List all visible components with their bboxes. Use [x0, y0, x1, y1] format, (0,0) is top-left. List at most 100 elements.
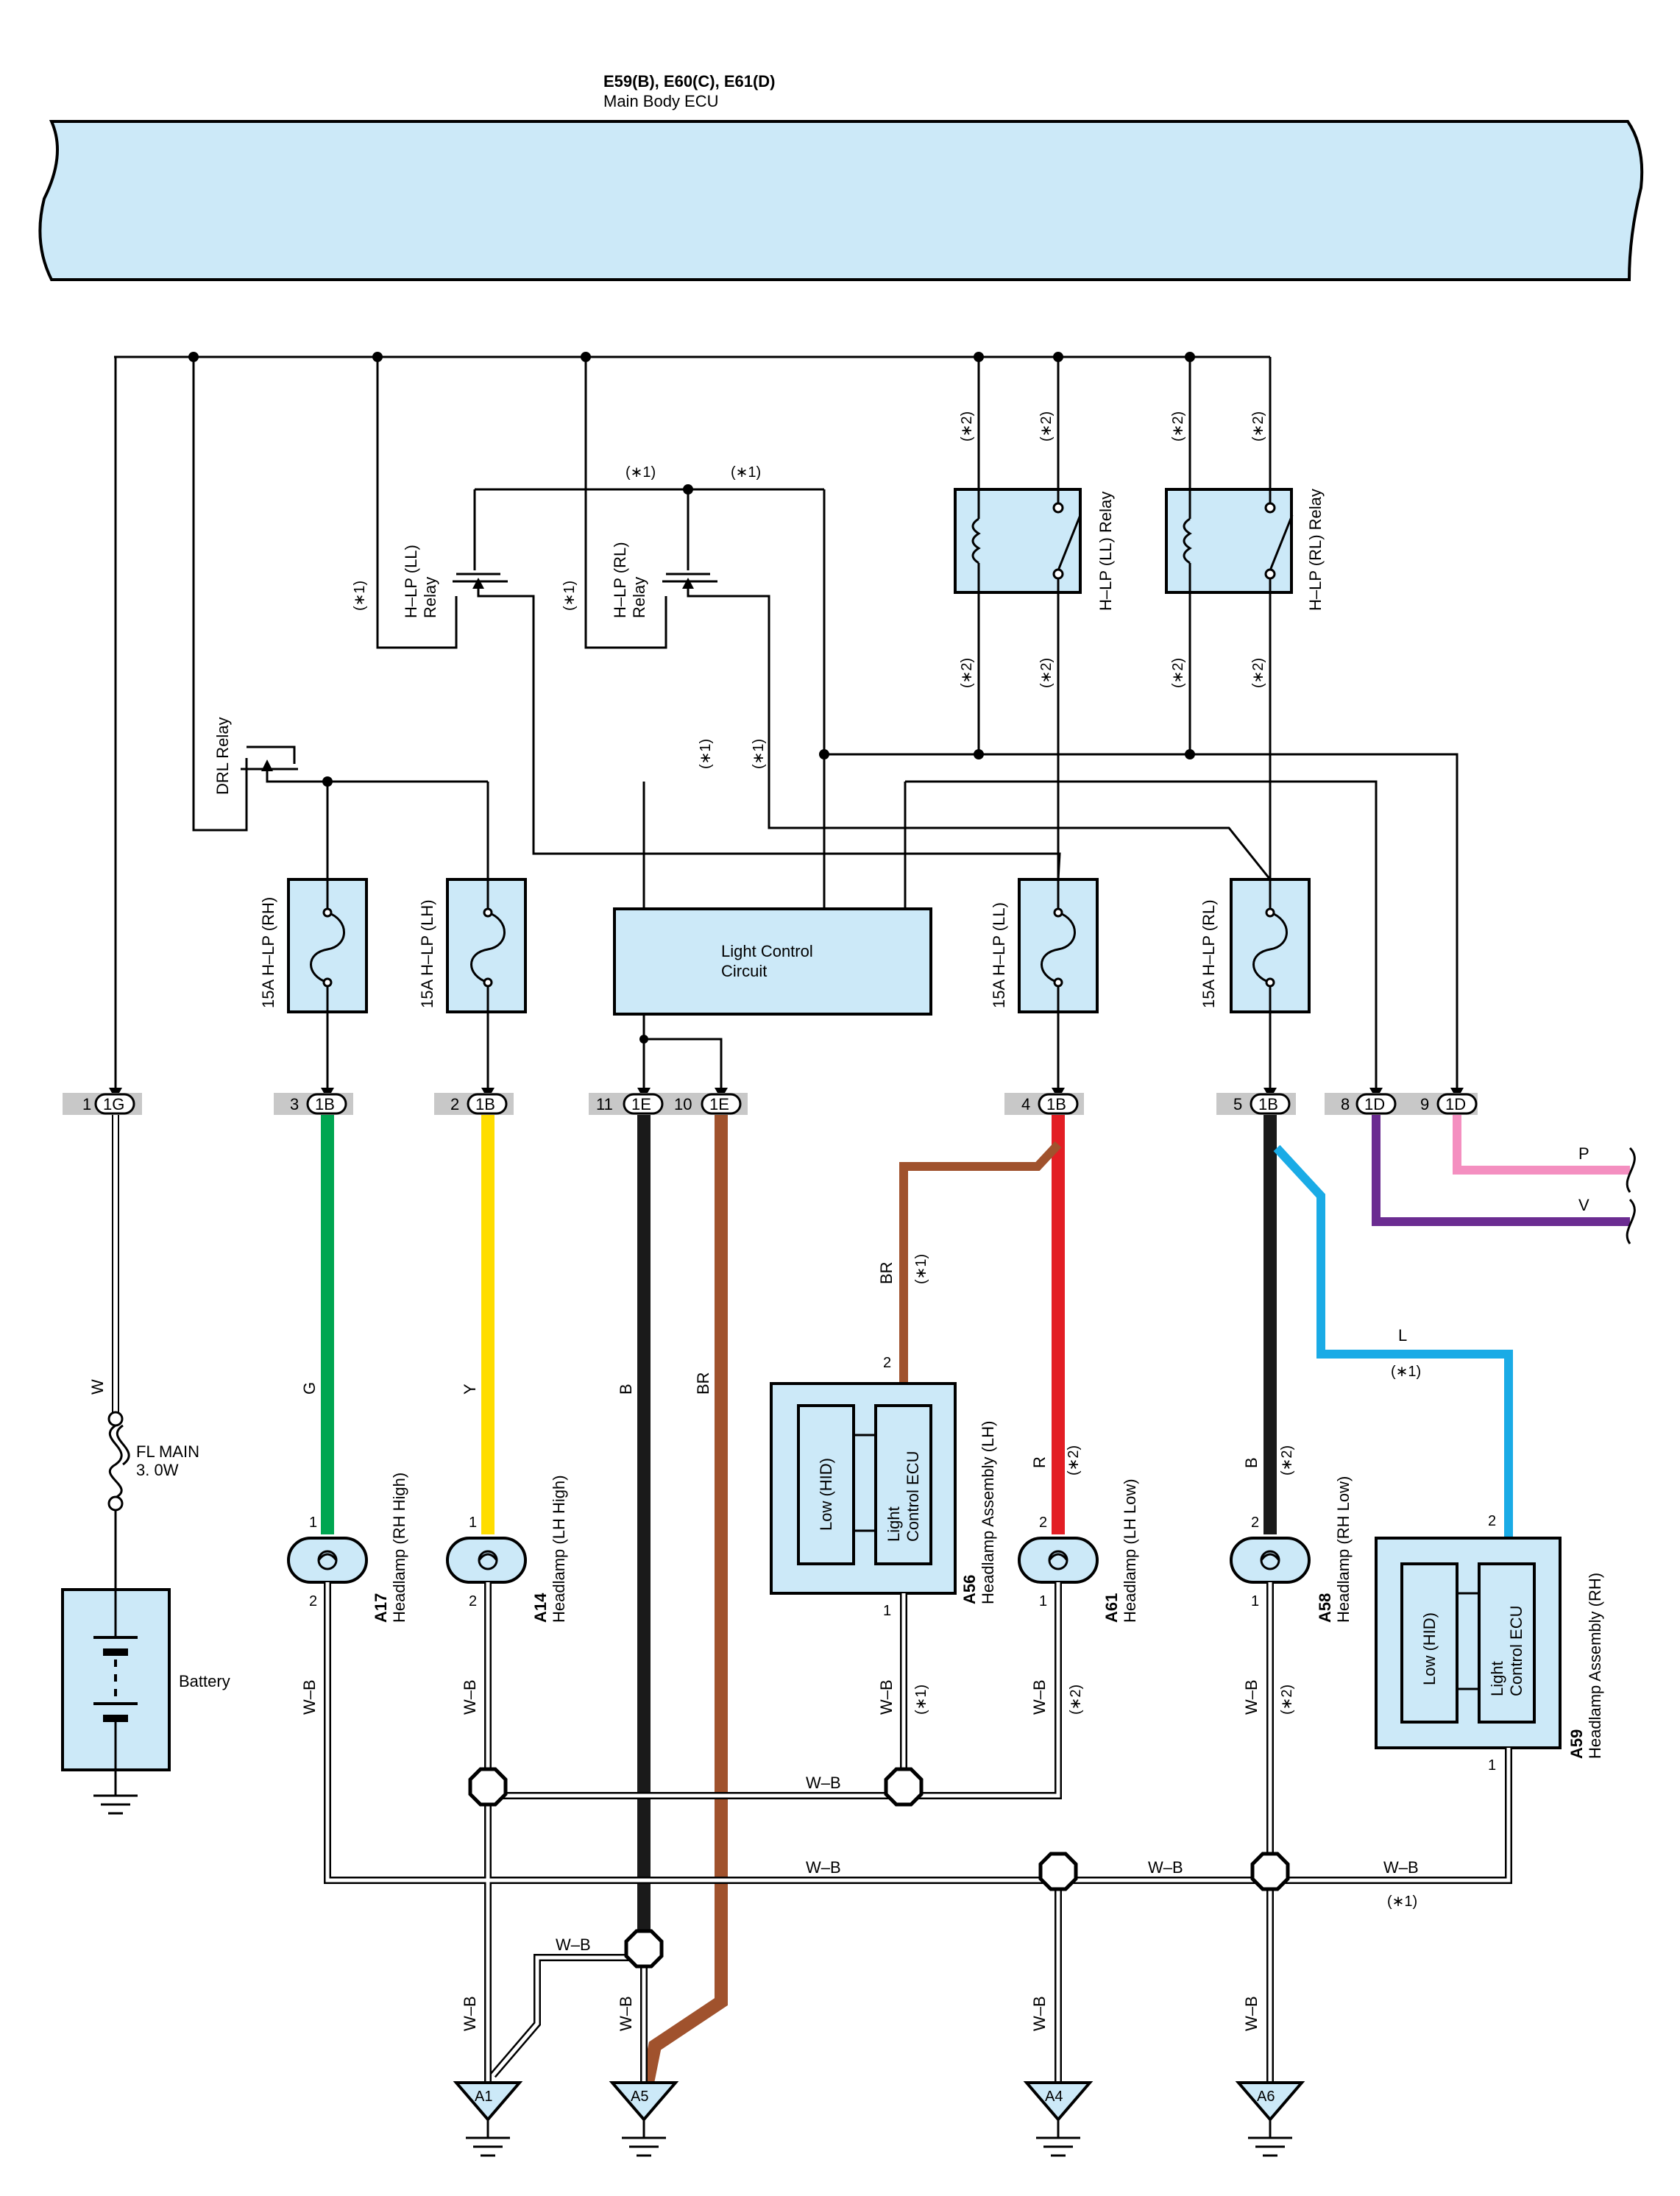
svg-text:4: 4: [1021, 1095, 1030, 1113]
hlp-rl-relay2: H–LP (RL) Relay (∗2) (∗2) (∗2) (∗2): [1165, 357, 1325, 879]
svg-text:A4: A4: [1045, 2089, 1063, 2105]
light-control-circuit: Light Control Circuit: [613, 754, 932, 1099]
svg-text:9: 9: [1420, 1095, 1429, 1113]
svg-text:B: B: [1242, 1457, 1261, 1468]
svg-text:A61: A61: [1102, 1593, 1121, 1623]
top-bus: [114, 352, 1270, 362]
svg-text:(∗2): (∗2): [1170, 658, 1186, 688]
connector-1b-5: 5 1B: [1216, 1093, 1296, 1115]
headlamp-a14: 1 2 A14 Headlamp (LH High): [446, 1475, 568, 1623]
svg-text:2: 2: [883, 1355, 891, 1371]
svg-text:1E: 1E: [709, 1095, 729, 1113]
svg-text:H–LP (LL) Relay: H–LP (LL) Relay: [1096, 492, 1115, 611]
svg-text:(∗2): (∗2): [1279, 1445, 1295, 1476]
drl-relay-label: DRL Relay: [213, 717, 232, 795]
svg-text:R: R: [1030, 1456, 1049, 1468]
fuse-rl: 15A H–LP (RL): [1199, 878, 1311, 1099]
svg-text:(∗1): (∗1): [698, 739, 714, 769]
svg-text:(∗2): (∗2): [1250, 658, 1266, 688]
svg-text:(∗2): (∗2): [1038, 411, 1055, 442]
headlamp-a58: 2 1 A58 Headlamp (RH Low): [1230, 1476, 1353, 1623]
svg-text:15A H–LP (LH): 15A H–LP (LH): [418, 899, 436, 1008]
svg-text:W–B: W–B: [300, 1679, 319, 1715]
fuse-ll: 15A H–LP (LL): [990, 878, 1099, 1099]
svg-text:W–B: W–B: [556, 1935, 591, 1954]
svg-text:2: 2: [309, 1593, 317, 1609]
svg-text:2: 2: [469, 1593, 477, 1609]
svg-text:W–B: W–B: [617, 1996, 635, 2031]
svg-text:W–B: W–B: [461, 1679, 479, 1715]
wire-br-a56: [899, 1141, 1062, 1384]
svg-text:1B: 1B: [475, 1095, 495, 1113]
svg-text:A59: A59: [1567, 1729, 1586, 1759]
connector-1e-10: 10 1E: [668, 1093, 748, 1115]
svg-text:A1: A1: [475, 2089, 492, 2105]
ecu-name: Main Body ECU: [603, 92, 719, 110]
svg-text:11: 11: [596, 1095, 613, 1113]
svg-text:(∗2): (∗2): [959, 658, 975, 688]
svg-text:1B: 1B: [1046, 1095, 1066, 1113]
svg-text:3. 0W: 3. 0W: [136, 1461, 179, 1479]
svg-text:1: 1: [883, 1603, 891, 1619]
svg-text:P: P: [1578, 1144, 1589, 1163]
svg-text:(∗2): (∗2): [1250, 411, 1266, 442]
headlamp-a17: 1 2 A17 Headlamp (RH High): [287, 1473, 408, 1623]
svg-text:W–B: W–B: [806, 1858, 841, 1877]
svg-text:Relay: Relay: [630, 577, 648, 618]
svg-text:2: 2: [1251, 1515, 1259, 1531]
svg-text:A58: A58: [1316, 1593, 1334, 1623]
svg-text:(∗1): (∗1): [1391, 1364, 1421, 1380]
svg-text:1: 1: [82, 1095, 91, 1113]
svg-text:Light: Light: [885, 1506, 903, 1542]
svg-text:H–LP (RL) Relay: H–LP (RL) Relay: [1306, 489, 1325, 611]
svg-text:W–B: W–B: [1030, 1996, 1049, 2031]
main-body-ecu: [38, 120, 1644, 281]
svg-text:1B: 1B: [315, 1095, 335, 1113]
svg-text:(∗2): (∗2): [1068, 1685, 1084, 1715]
svg-text:Headlamp (LH High): Headlamp (LH High): [550, 1475, 568, 1623]
svg-text:Y: Y: [461, 1384, 479, 1395]
svg-text:Battery: Battery: [179, 1672, 230, 1690]
svg-text:G: G: [300, 1382, 319, 1395]
svg-text:A14: A14: [531, 1593, 550, 1623]
wire-v: [1372, 1115, 1630, 1226]
svg-text:Headlamp Assembly (LH): Headlamp Assembly (LH): [979, 1421, 997, 1604]
ground-a1: A1: [453, 2081, 523, 2157]
svg-text:(∗1): (∗1): [913, 1254, 929, 1284]
svg-text:Low (HID): Low (HID): [1420, 1612, 1439, 1685]
svg-text:2: 2: [1039, 1515, 1047, 1531]
hlp-ll-relay2: H–LP (LL) Relay (∗2) (∗2) (∗2) (∗2): [954, 357, 1115, 879]
svg-text:(∗1): (∗1): [1387, 1894, 1417, 1910]
svg-text:(∗2): (∗2): [1066, 1445, 1082, 1476]
svg-text:(∗2): (∗2): [959, 411, 975, 442]
svg-text:15A H–LP (LL): 15A H–LP (LL): [990, 902, 1008, 1008]
fuse-lh: 15A H–LP (LH): [418, 782, 527, 1099]
svg-text:10: 10: [674, 1095, 692, 1113]
wire-p: [1453, 1115, 1630, 1175]
svg-text:BR: BR: [877, 1261, 896, 1284]
svg-text:15A H–LP (RL): 15A H–LP (RL): [1199, 899, 1218, 1008]
svg-text:Headlamp (RH Low): Headlamp (RH Low): [1334, 1476, 1353, 1623]
svg-text:W–B: W–B: [1030, 1679, 1049, 1715]
svg-text:1: 1: [469, 1515, 477, 1531]
svg-text:1D: 1D: [1445, 1095, 1466, 1113]
ecu-id: E59(B), E60(C), E61(D): [603, 72, 776, 91]
svg-text:5: 5: [1233, 1095, 1242, 1113]
svg-text:(∗1): (∗1): [352, 581, 368, 611]
wb-labels: W–B W–B W–B (∗1) W–B (∗2) W–B (∗2) W–B W…: [300, 1679, 1419, 2031]
svg-text:A5: A5: [631, 2089, 648, 2105]
svg-text:A56: A56: [960, 1575, 979, 1604]
drl-relay: DRL Relay: [192, 357, 488, 832]
headlamp-a61: 2 1 A61 Headlamp (LH Low): [1018, 1478, 1139, 1623]
wire-w: W: [88, 1115, 119, 1413]
svg-text:1: 1: [1488, 1757, 1496, 1774]
svg-text:1B: 1B: [1258, 1095, 1278, 1113]
svg-text:FL MAIN: FL MAIN: [136, 1442, 199, 1461]
svg-text:B: B: [617, 1384, 635, 1395]
svg-text:V: V: [1578, 1196, 1589, 1214]
connector-1b-4: 4 1B: [1004, 1093, 1084, 1115]
